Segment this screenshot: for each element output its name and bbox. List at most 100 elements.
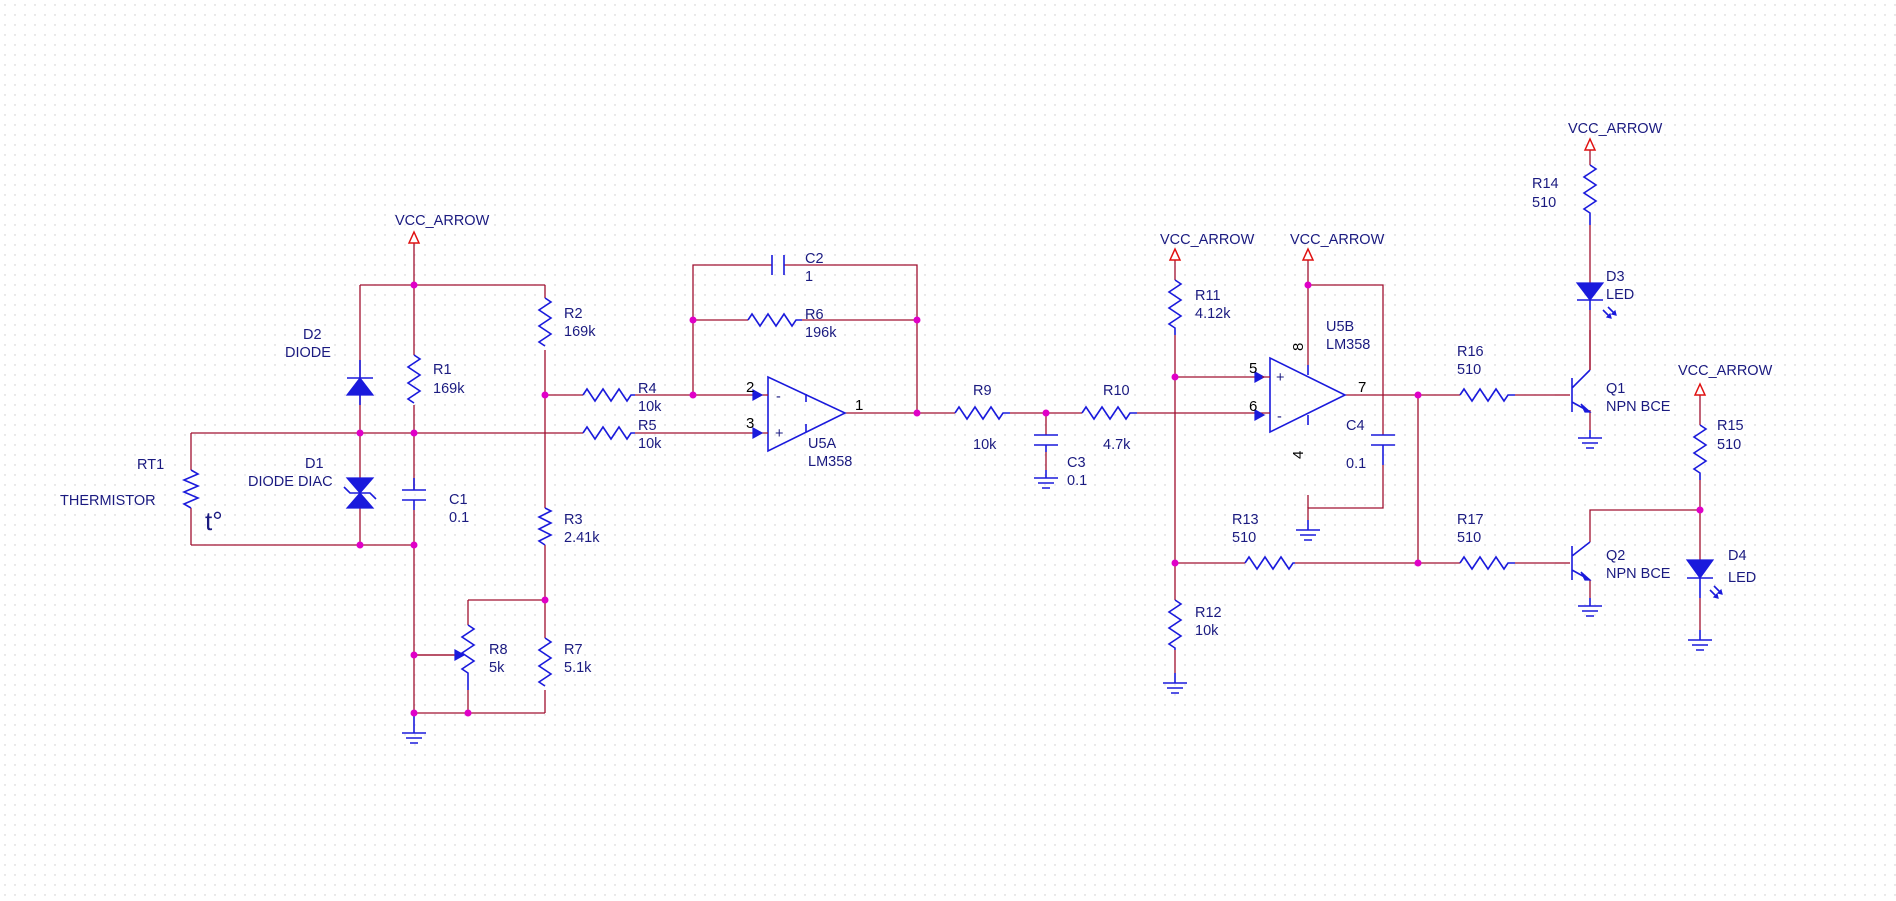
r16-ref: R16 bbox=[1457, 344, 1484, 360]
u5b-pin-5: 5 bbox=[1249, 360, 1257, 377]
capacitor-c4 bbox=[1371, 434, 1395, 465]
r14-value: 510 bbox=[1532, 195, 1556, 211]
ground-symbols bbox=[402, 430, 1712, 744]
d3-value: LED bbox=[1606, 287, 1634, 303]
u5b-pin-7: 7 bbox=[1358, 379, 1366, 396]
q2-value: NPN BCE bbox=[1606, 566, 1671, 582]
r1-ref: R1 bbox=[433, 362, 452, 378]
capacitor-c3 bbox=[1034, 434, 1058, 452]
resistor-r5 bbox=[582, 425, 635, 441]
resistor-r17 bbox=[1459, 555, 1515, 571]
q1-value: NPN BCE bbox=[1606, 399, 1671, 415]
c4-value: 0.1 bbox=[1346, 456, 1366, 472]
r1-value: 169k bbox=[433, 381, 465, 397]
junctions bbox=[356, 281, 1704, 717]
r10-ref: R10 bbox=[1103, 383, 1130, 399]
r8-value: 5k bbox=[489, 660, 505, 676]
u5a-value: LM358 bbox=[808, 454, 852, 470]
resistor-r1 bbox=[406, 354, 422, 404]
r4-value: 10k bbox=[638, 399, 662, 415]
r11-value: 4.12k bbox=[1195, 306, 1231, 322]
transistor-q1 bbox=[1555, 330, 1592, 413]
d3-ref: D3 bbox=[1606, 269, 1625, 285]
c1-value: 0.1 bbox=[449, 510, 469, 526]
resistor-r6 bbox=[747, 312, 802, 328]
resistor-r4 bbox=[582, 387, 635, 403]
vcc-label-2: VCC_ARROW bbox=[1160, 232, 1255, 248]
thermistor-symbol-icon: t° bbox=[205, 506, 223, 536]
r12-value: 10k bbox=[1195, 623, 1219, 639]
d1-value: DIODE DIAC bbox=[248, 474, 333, 490]
vcc-symbols bbox=[407, 137, 1707, 396]
c1-ref: C1 bbox=[449, 492, 468, 508]
r10-value: 4.7k bbox=[1103, 437, 1131, 453]
u5b-pin-6: 6 bbox=[1249, 398, 1257, 415]
vcc-label-5: VCC_ARROW bbox=[1678, 363, 1773, 379]
r16-value: 510 bbox=[1457, 362, 1481, 378]
u5b-pin-4: 4 bbox=[1290, 451, 1307, 459]
thermistor-rt1 bbox=[181, 469, 201, 509]
r6-ref: R6 bbox=[805, 307, 824, 323]
resistor-r2 bbox=[537, 297, 553, 347]
r15-ref: R15 bbox=[1717, 418, 1744, 434]
u5a-pin-3: 3 bbox=[746, 415, 754, 432]
resistor-r13 bbox=[1244, 555, 1295, 571]
c2-value: 1 bbox=[805, 269, 813, 285]
d4-ref: D4 bbox=[1728, 548, 1747, 564]
u5b-minus-sign: - bbox=[1277, 409, 1282, 425]
c3-ref: C3 bbox=[1067, 455, 1086, 471]
r4-ref: R4 bbox=[638, 381, 657, 397]
vcc-label-4: VCC_ARROW bbox=[1568, 121, 1663, 137]
u5a-plus-sign: + bbox=[775, 426, 783, 442]
u5a-ref: U5A bbox=[808, 436, 837, 452]
capacitor-c2 bbox=[771, 255, 785, 275]
led-d3 bbox=[1575, 282, 1617, 319]
c4-ref: C4 bbox=[1346, 418, 1365, 434]
vcc-label-3: VCC_ARROW bbox=[1290, 232, 1385, 248]
resistor-r16 bbox=[1459, 387, 1515, 403]
resistor-r15 bbox=[1692, 424, 1708, 480]
capacitor-c1 bbox=[402, 478, 426, 510]
rt1-ref: RT1 bbox=[137, 457, 164, 473]
r12-ref: R12 bbox=[1195, 605, 1222, 621]
rt1-name: THERMISTOR bbox=[60, 493, 156, 509]
r8-ref: R8 bbox=[489, 642, 508, 658]
wires bbox=[190, 150, 1701, 714]
r3-ref: R3 bbox=[564, 512, 583, 528]
d1-ref: D1 bbox=[305, 456, 324, 472]
u5b-pin-8: 8 bbox=[1290, 343, 1307, 351]
resistor-r9 bbox=[954, 405, 1010, 421]
r13-ref: R13 bbox=[1232, 512, 1259, 528]
resistor-r8 bbox=[460, 624, 476, 690]
r2-value: 169k bbox=[564, 324, 596, 340]
resistor-r7 bbox=[537, 637, 553, 687]
resistor-r14 bbox=[1582, 164, 1598, 225]
led-d4 bbox=[1685, 559, 1723, 599]
resistor-r10 bbox=[1081, 405, 1137, 421]
diode-d1-diac bbox=[343, 477, 377, 509]
resistor-r11 bbox=[1167, 279, 1183, 335]
r9-value: 10k bbox=[973, 437, 997, 453]
r5-ref: R5 bbox=[638, 418, 657, 434]
d2-ref: D2 bbox=[303, 327, 322, 343]
resistor-r12 bbox=[1167, 599, 1183, 650]
u5a-pin-1: 1 bbox=[855, 397, 863, 414]
transistor-q2 bbox=[1555, 541, 1592, 581]
opamp-u5a: - + bbox=[752, 375, 847, 453]
vcc-label-1: VCC_ARROW bbox=[395, 213, 490, 229]
q2-ref: Q2 bbox=[1606, 548, 1625, 564]
u5b-plus-sign: + bbox=[1276, 370, 1284, 386]
r15-value: 510 bbox=[1717, 437, 1741, 453]
r2-ref: R2 bbox=[564, 306, 583, 322]
resistor-r3 bbox=[537, 507, 553, 546]
r5-value: 10k bbox=[638, 436, 662, 452]
q1-ref: Q1 bbox=[1606, 381, 1625, 397]
r14-ref: R14 bbox=[1532, 176, 1559, 192]
c2-ref: C2 bbox=[805, 251, 824, 267]
r6-value: 196k bbox=[805, 325, 837, 341]
r7-ref: R7 bbox=[564, 642, 583, 658]
r9-ref: R9 bbox=[973, 383, 992, 399]
